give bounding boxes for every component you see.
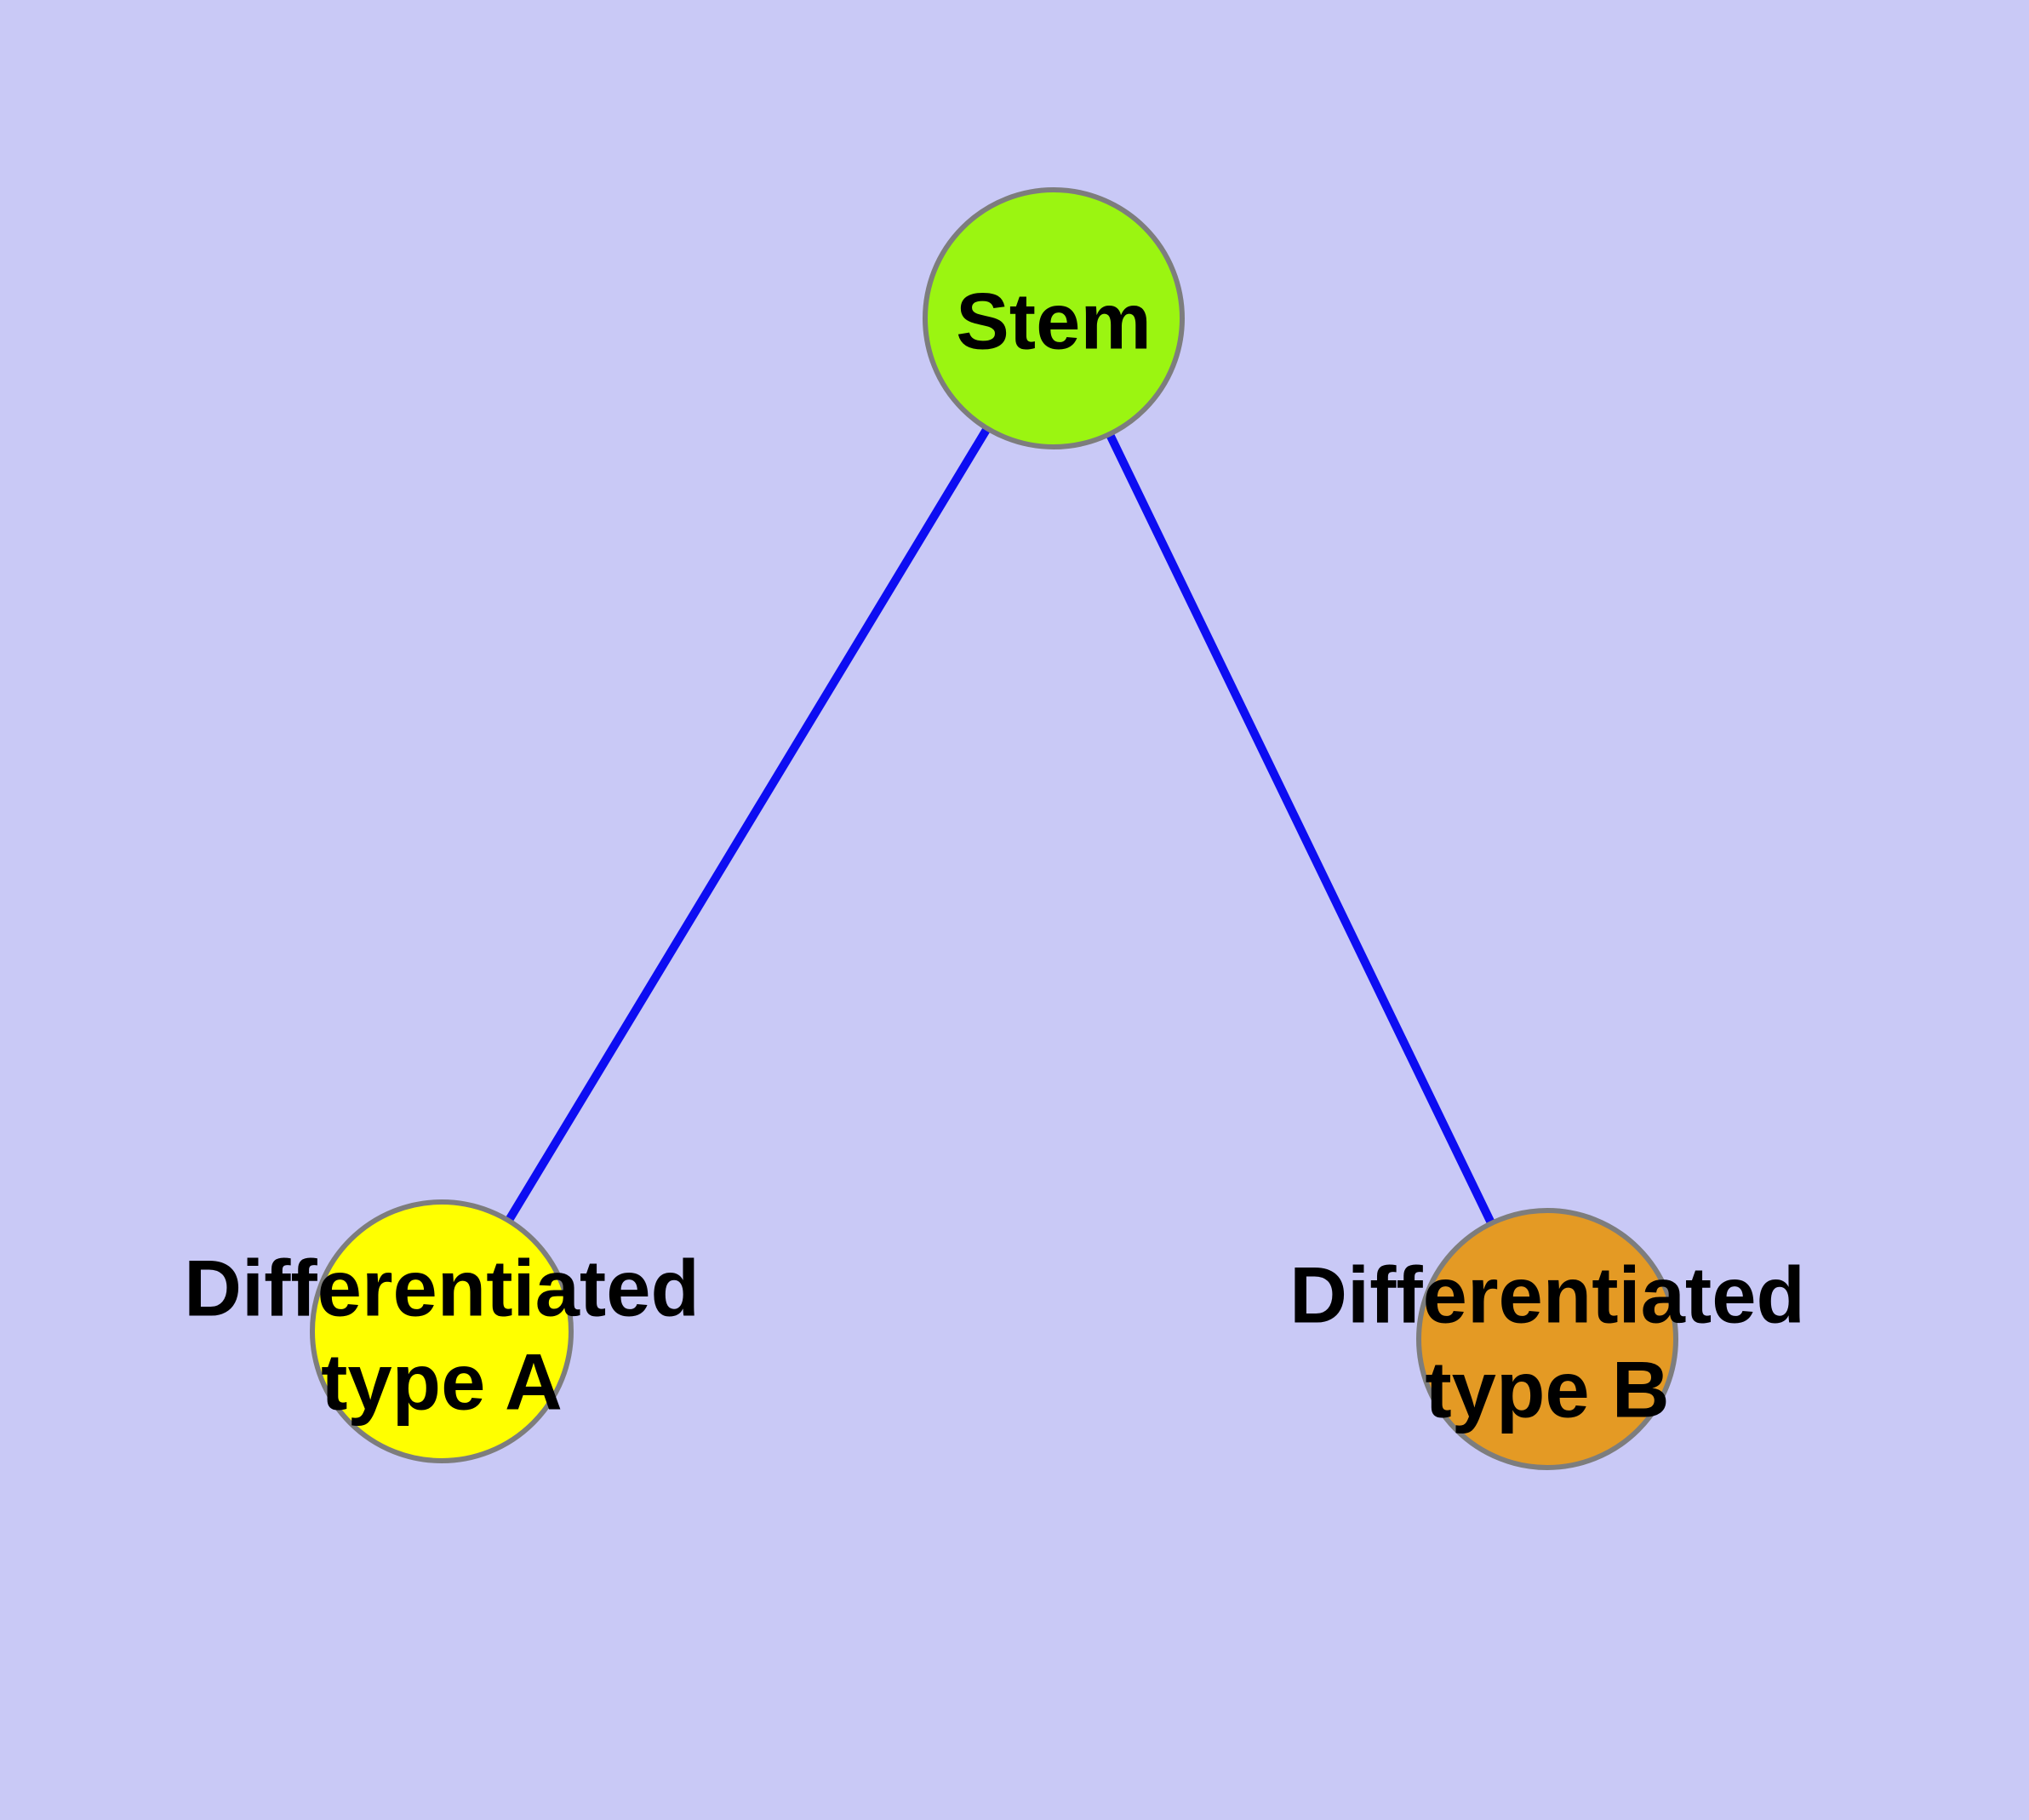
node-type-a-label-line2: type A [321,1337,563,1427]
node-stem [923,187,1185,449]
node-differentiated-type-a [310,1199,574,1463]
edge-stem-to-type-b [1049,314,1552,1343]
node-type-a-label-line1: Differentiated [184,1244,700,1333]
node-type-b-label-line2: type B [1425,1345,1669,1434]
node-layer [310,187,1678,1470]
node-stem-label: Stem [956,277,1152,366]
edge-layer [437,314,1552,1343]
edge-stem-to-type-a [437,314,1058,1336]
label-layer: Stem Differentiated type A Differentiate… [184,277,1805,1434]
node-differentiated-type-b [1416,1208,1678,1470]
node-type-b-label-line1: Differentiated [1289,1251,1805,1340]
